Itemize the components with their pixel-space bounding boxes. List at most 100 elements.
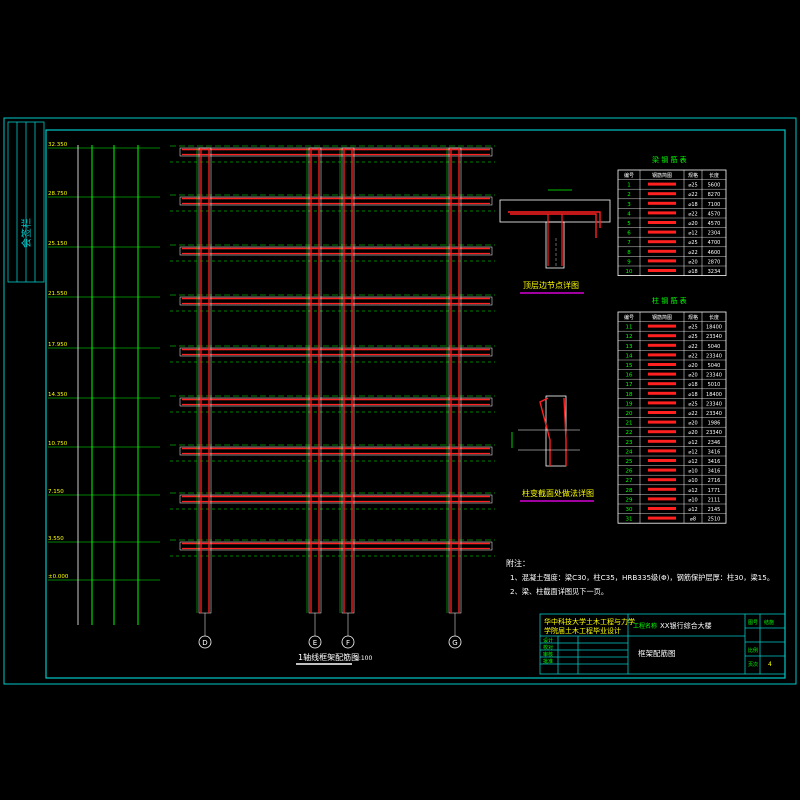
table-cell-len: 3416 [708, 469, 721, 475]
rebar-sketch [648, 449, 676, 453]
table-cell-spec: ⌀25 [688, 325, 697, 331]
table-cell-no: 5 [627, 221, 631, 227]
elevation-label: 25.150 [48, 241, 68, 247]
table-cell-len: 4570 [708, 211, 721, 217]
table-cell-len: 8270 [708, 192, 721, 198]
table-cell-spec: ⌀22 [688, 411, 697, 417]
table-cell-len: 2111 [708, 497, 721, 503]
table-cell-spec: ⌀18 [688, 392, 697, 398]
table-cell-len: 2510 [708, 517, 721, 523]
rebar-sketch [648, 269, 676, 272]
project-label: 工程名称 [633, 622, 657, 630]
table-cell-spec: ⌀12 [688, 488, 697, 494]
detail1-title: 顶层边节点详图 [523, 280, 579, 290]
axis-label: G [452, 639, 457, 647]
table-cell-no: 8 [627, 250, 631, 256]
rebar-sketch [648, 478, 676, 482]
table-cell-no: 13 [626, 344, 633, 350]
tb-label-review: 审核 [543, 651, 553, 658]
table-cell-no: 7 [627, 240, 631, 246]
rebar-sketch [648, 334, 676, 338]
table-cell-len: 5040 [708, 363, 721, 369]
rebar-sketch [648, 487, 676, 491]
rebar-sketch [648, 430, 676, 434]
project-name: XX银行综合大楼 [660, 621, 712, 630]
detail2-title: 柱变截面处做法详图 [522, 488, 594, 498]
table-cell-no: 21 [626, 421, 633, 427]
table-cell-spec: ⌀12 [688, 231, 697, 237]
table-header: 钢筋简图 [652, 172, 672, 179]
rebar-sketch [648, 192, 676, 196]
rebar-sketch [648, 468, 676, 472]
table-header: 编号 [624, 172, 634, 179]
school-line1: 华中科技大学土木工程与力学 [544, 617, 635, 626]
rebar-sketch [648, 249, 676, 253]
rebar-sketch [648, 211, 676, 215]
table-header: 钢筋简图 [652, 314, 672, 321]
rebar-sketch [648, 324, 676, 328]
rebar-sketch [648, 201, 676, 205]
table-cell-no: 12 [626, 334, 633, 340]
beam-outline [179, 196, 493, 206]
sign-column-label: 会签栏 [20, 218, 33, 248]
table-cell-len: 1771 [708, 488, 721, 494]
table-cell-no: 14 [626, 353, 633, 359]
elevation-label: 10.750 [48, 441, 68, 447]
beam-outline [179, 347, 493, 357]
table-cell-no: 30 [626, 507, 633, 513]
table-cell-len: 2346 [708, 440, 721, 446]
table-cell-spec: ⌀20 [688, 421, 697, 427]
axis-label: D [202, 639, 207, 647]
notes-title: 附注： [506, 558, 530, 568]
table-cell-len: 18400 [706, 392, 722, 398]
table2-title: 柱 钢 筋 表 [652, 296, 687, 305]
table-cell-spec: ⌀25 [688, 240, 697, 246]
rebar-sketch [648, 497, 676, 501]
table-header: 长度 [709, 314, 719, 321]
tb-label-design: 设计 [543, 637, 553, 644]
table-cell-no: 19 [626, 401, 633, 407]
beam-outline [179, 296, 493, 306]
elevation-label: 21.550 [48, 291, 68, 297]
tb-label-check: 校对 [543, 644, 553, 651]
table-header: 规格 [688, 172, 698, 179]
rebar-sketch [648, 516, 676, 520]
title-block [539, 613, 786, 675]
rebar-sketch [648, 459, 676, 462]
beam-outline [179, 397, 493, 407]
table-cell-len: 4570 [708, 221, 721, 227]
table-cell-no: 2 [627, 192, 631, 198]
beam-outline [179, 446, 493, 456]
rebar-sketch [648, 343, 676, 347]
table-cell-spec: ⌀22 [688, 353, 697, 359]
table-cell-len: 3416 [708, 449, 721, 455]
detail-column-change [511, 395, 580, 467]
table-header: 长度 [709, 172, 719, 179]
table-cell-len: 23340 [706, 334, 722, 340]
table-cell-spec: ⌀8 [690, 517, 696, 523]
rebar-sketch [648, 353, 676, 357]
table-header: 编号 [624, 314, 634, 321]
table-cell-no: 4 [627, 211, 631, 217]
axis-bubble [308, 635, 322, 649]
elevation-label: 14.350 [48, 392, 68, 398]
elevation-label: ±0.000 [48, 574, 69, 580]
elevation-column: 32.35028.75025.15021.55017.95014.35010.7… [48, 142, 160, 625]
table-cell-no: 9 [627, 259, 631, 265]
table-cell-len: 23340 [706, 373, 722, 379]
beam-outline [179, 541, 493, 551]
elevation-label: 7.150 [48, 489, 64, 495]
axis-bubble [448, 635, 462, 649]
table-cell-len: 2145 [708, 507, 721, 513]
frame-elevation [170, 145, 495, 614]
tb-label-approve: 批准 [543, 658, 553, 665]
table-cell-no: 27 [626, 478, 633, 484]
table-cell-no: 31 [626, 517, 633, 523]
table-cell-no: 28 [626, 488, 633, 494]
table-cell-len: 18400 [706, 325, 722, 331]
tb-right-label-1: 图号 [748, 620, 758, 626]
table-cell-len: 2304 [708, 231, 721, 237]
table-border [617, 169, 727, 276]
table-cell-len: 3416 [708, 459, 721, 465]
